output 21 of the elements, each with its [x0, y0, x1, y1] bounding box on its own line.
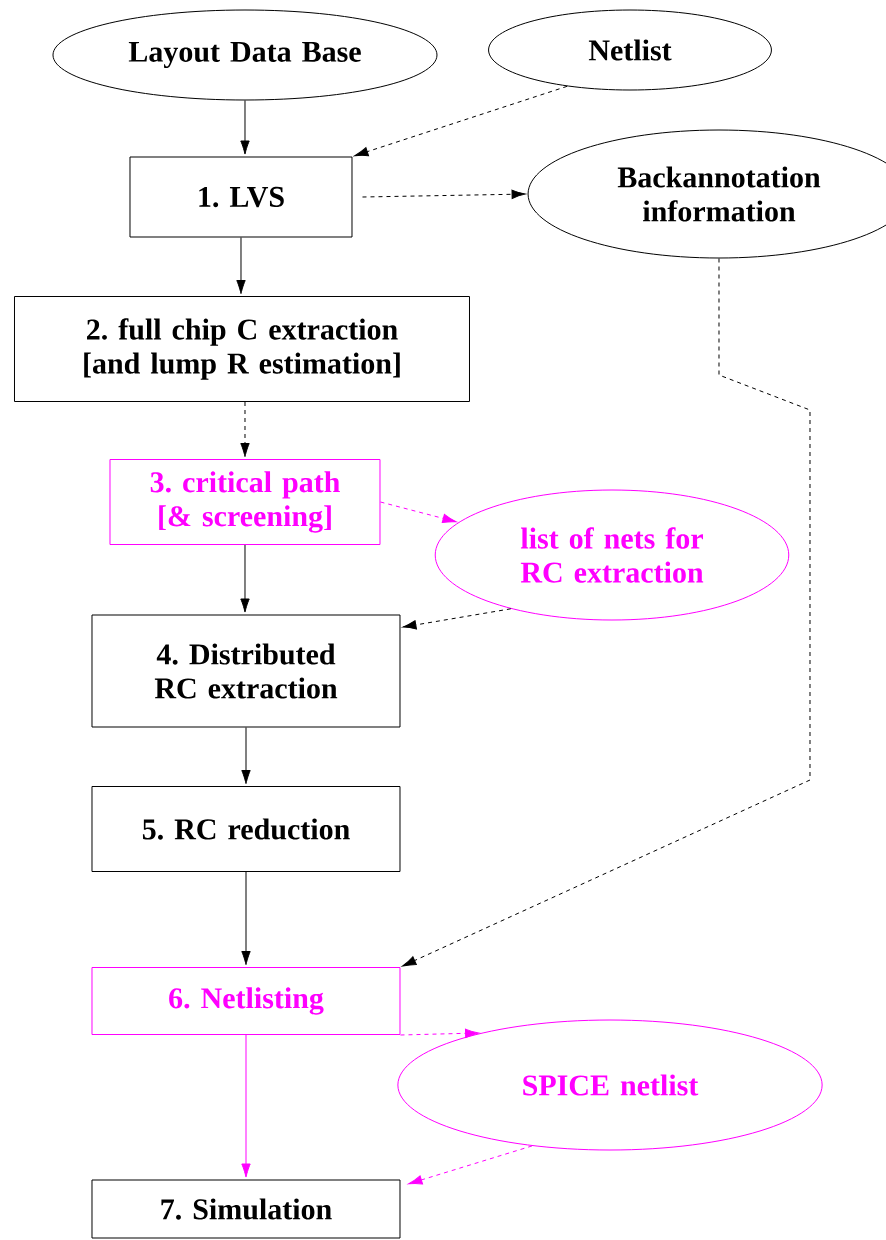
arrow [402, 258, 811, 967]
process-box: 6. Netlisting [91, 967, 401, 1035]
process-box: 4. Distributed RC extraction [91, 614, 401, 728]
process-box: 1. LVS [129, 156, 353, 238]
arrow [241, 727, 251, 785]
arrow [240, 401, 250, 458]
arrow [380, 501, 457, 523]
arrow [400, 1028, 480, 1038]
process-box: 2. full chip C extraction [and lump R estimation] [14, 296, 470, 402]
arrow [240, 100, 250, 155]
arrow [240, 544, 250, 613]
arrow [241, 1034, 251, 1178]
process-box: 3. critical path [& screening] [109, 459, 381, 545]
arrow [402, 608, 512, 630]
process-box: 7. Simulation [91, 1179, 401, 1239]
arrow [236, 237, 246, 295]
arrow [408, 1145, 533, 1185]
process-box: 5. RC reduction [91, 786, 401, 872]
arrow [241, 871, 251, 966]
arrow [354, 85, 568, 157]
arrow [362, 189, 526, 199]
